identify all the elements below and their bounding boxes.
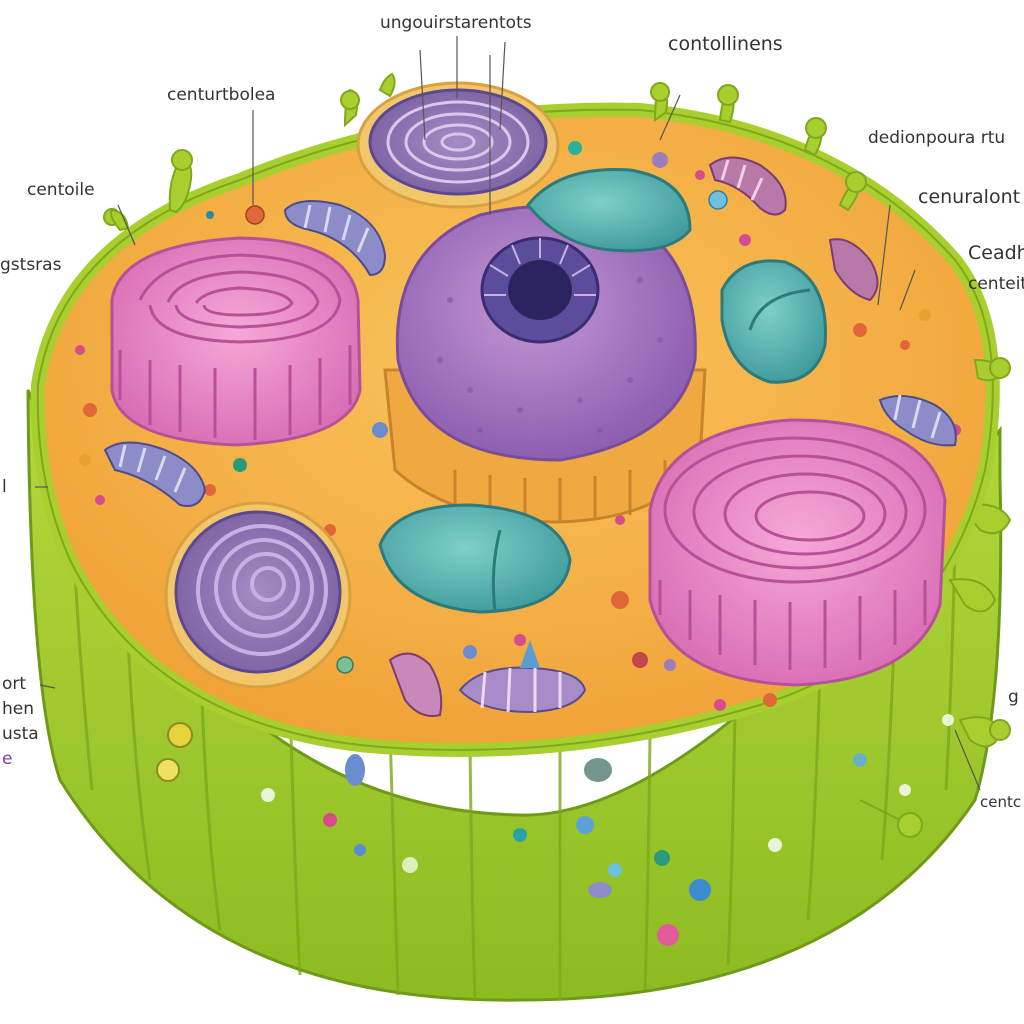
coiled-organelle-4 (458, 640, 587, 714)
coiled-organelle-5 (388, 652, 443, 717)
label-right-ceadh: Ceadh (968, 242, 1024, 264)
mitochondrion-bottom (378, 503, 572, 614)
coiled-organelle-1 (283, 200, 387, 277)
coiled-organelle-7 (878, 394, 957, 447)
label-left-e: e (2, 749, 13, 769)
label-right-centc: centc (980, 793, 1022, 811)
coiled-organelle-6 (828, 238, 879, 302)
label-top-center: ungouirstarentots (380, 13, 532, 33)
label-left-centoile: centoile (27, 180, 95, 200)
label-left-gstras: gstsras (0, 255, 62, 275)
label-left-hen: hen (2, 699, 35, 719)
coiled-organelle-2 (708, 156, 787, 216)
label-left-l: l (2, 477, 7, 497)
label-left-usta: usta (2, 724, 39, 744)
label-upper-left: centurtbolea (167, 85, 276, 105)
mitochondrion-right (720, 259, 827, 384)
golgi-body-right (648, 418, 947, 687)
label-right-centeit: centeit (968, 274, 1024, 294)
golgi-body-left (110, 236, 362, 447)
label-right-g: g (1008, 687, 1019, 707)
centriole-left (164, 501, 352, 689)
label-right-cenural: cenuralont (918, 186, 1021, 208)
centriole-top (356, 81, 560, 209)
label-leader-lines (35, 36, 981, 791)
label-right-dedi: dedionpoura rtu (868, 128, 1006, 148)
cell-wall (26, 389, 1012, 1002)
nucleus (383, 204, 707, 524)
mitochondrion-top (526, 167, 692, 253)
label-top-right: contollinens (668, 33, 783, 55)
label-left-ort: ort (2, 674, 27, 694)
coiled-organelle-3 (103, 441, 207, 507)
